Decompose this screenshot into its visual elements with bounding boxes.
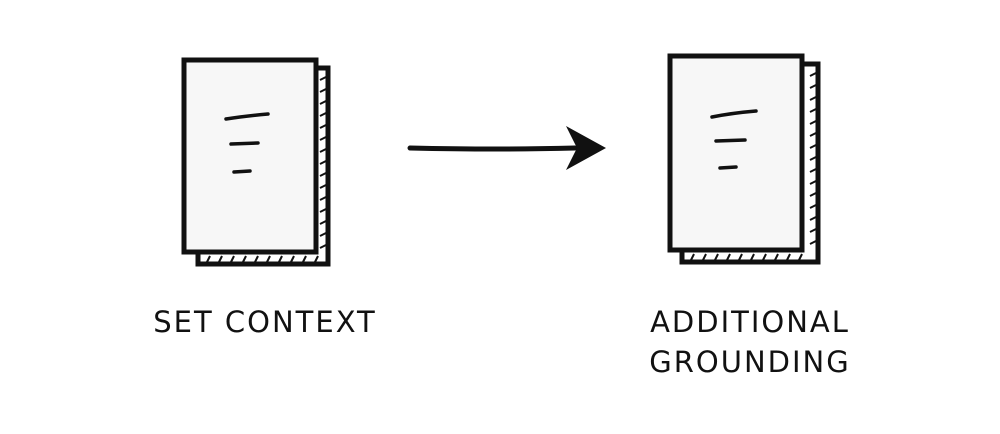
document-text-line (718, 165, 738, 170)
arrow-edge (407, 126, 606, 170)
document-text-line (224, 112, 270, 121)
label-line: SET CONTEXT (153, 305, 377, 339)
arrow-shaft (407, 145, 578, 152)
document-front-sheet (667, 53, 805, 253)
hatch-bottom (205, 255, 319, 265)
node-label-set-context: SET CONTEXT (110, 302, 420, 342)
hatch-right (809, 71, 819, 245)
document-stack-set-context (181, 57, 331, 267)
document-text-line (232, 169, 252, 174)
document-stack-additional-grounding (667, 53, 821, 265)
node-label-additional-grounding: ADDITIONAL GROUNDING (595, 302, 905, 382)
document-text-line (229, 141, 260, 146)
label-line: ADDITIONAL (650, 305, 850, 339)
label-line: GROUNDING (649, 345, 851, 379)
arrow-head (566, 126, 606, 170)
hatch-right (319, 75, 329, 249)
document-text-line (714, 138, 747, 143)
document-front-sheet (181, 57, 319, 255)
hatch-bottom (689, 253, 803, 263)
document-text-line (710, 109, 758, 119)
